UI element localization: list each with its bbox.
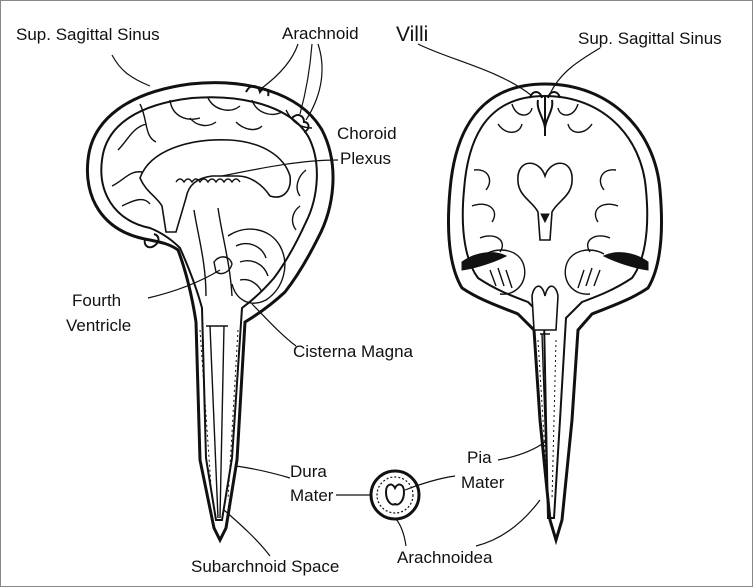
label-fourth-line2: Ventricle [66, 316, 131, 335]
label-arachnoidea: Arachnoidea [397, 548, 493, 567]
label-sup-sagittal-sinus-left: Sup. Sagittal Sinus [16, 25, 160, 44]
label-pia-line2: Mater [461, 473, 505, 492]
label-choroid-line1: Choroid [337, 124, 397, 143]
label-pia-line1: Pia [467, 448, 492, 467]
label-dura-line2: Mater [290, 486, 334, 505]
label-subarachnoid-space: Subarchnoid Space [191, 557, 339, 576]
label-villi: Villi [396, 23, 428, 46]
label-fourth-line1: Fourth [72, 291, 121, 310]
label-sup-sagittal-sinus-right: Sup. Sagittal Sinus [578, 29, 722, 48]
cross-section-dura [371, 471, 419, 519]
label-choroid-line2: Plexus [340, 149, 391, 168]
label-arachnoid: Arachnoid [282, 24, 359, 43]
coronal-brainstem [532, 286, 558, 330]
label-cisterna-magna: Cisterna Magna [293, 342, 414, 361]
spinal-cross-section [371, 471, 419, 519]
label-dura-line1: Dura [290, 462, 327, 481]
